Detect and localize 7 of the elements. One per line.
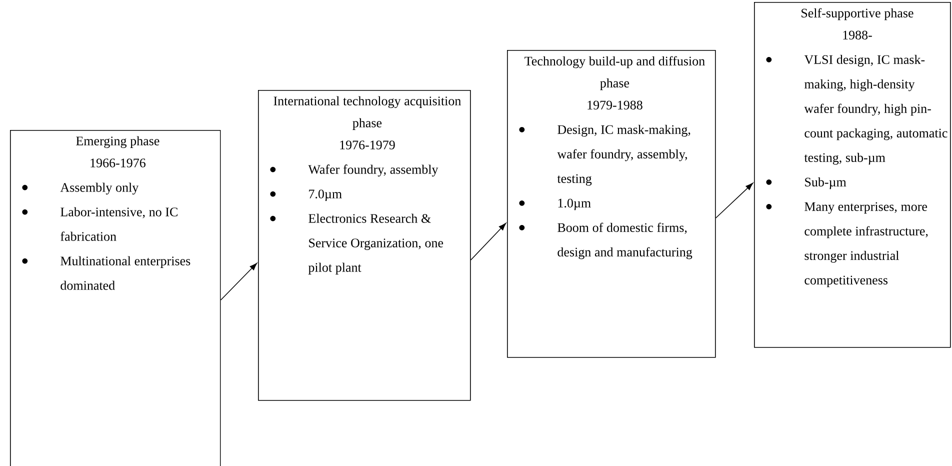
arrow (470, 222, 506, 260)
phase-box: Self-supportive phase 1988- VLSI design, IC mask-making, high-density wafer foundry, high pin-count packaging, automatic testing, sub-µm Sub-µm Many enterprises, more complete infrastructure, stronger industrial competitiveness (754, 2, 951, 348)
arrow (715, 182, 754, 218)
phase-box: Emerging phase 1966-1976 Assembly only Labor-intensive, no IC fabrication Multinational enterprises dominated (10, 130, 221, 466)
phase-box: International technology acquisition phase 1976-1979 Wafer foundry, assembly 7.0µm Electronics Research & Service Organization, one pilot plant (258, 90, 471, 401)
phase-box: Technology build-up and diffusion phase 1979-1988 Design, IC mask-making, wafer foundry, assembly, testing 1.0µm Boom of domestic firms, design and manufacturing (507, 50, 716, 358)
arrow (220, 262, 258, 300)
